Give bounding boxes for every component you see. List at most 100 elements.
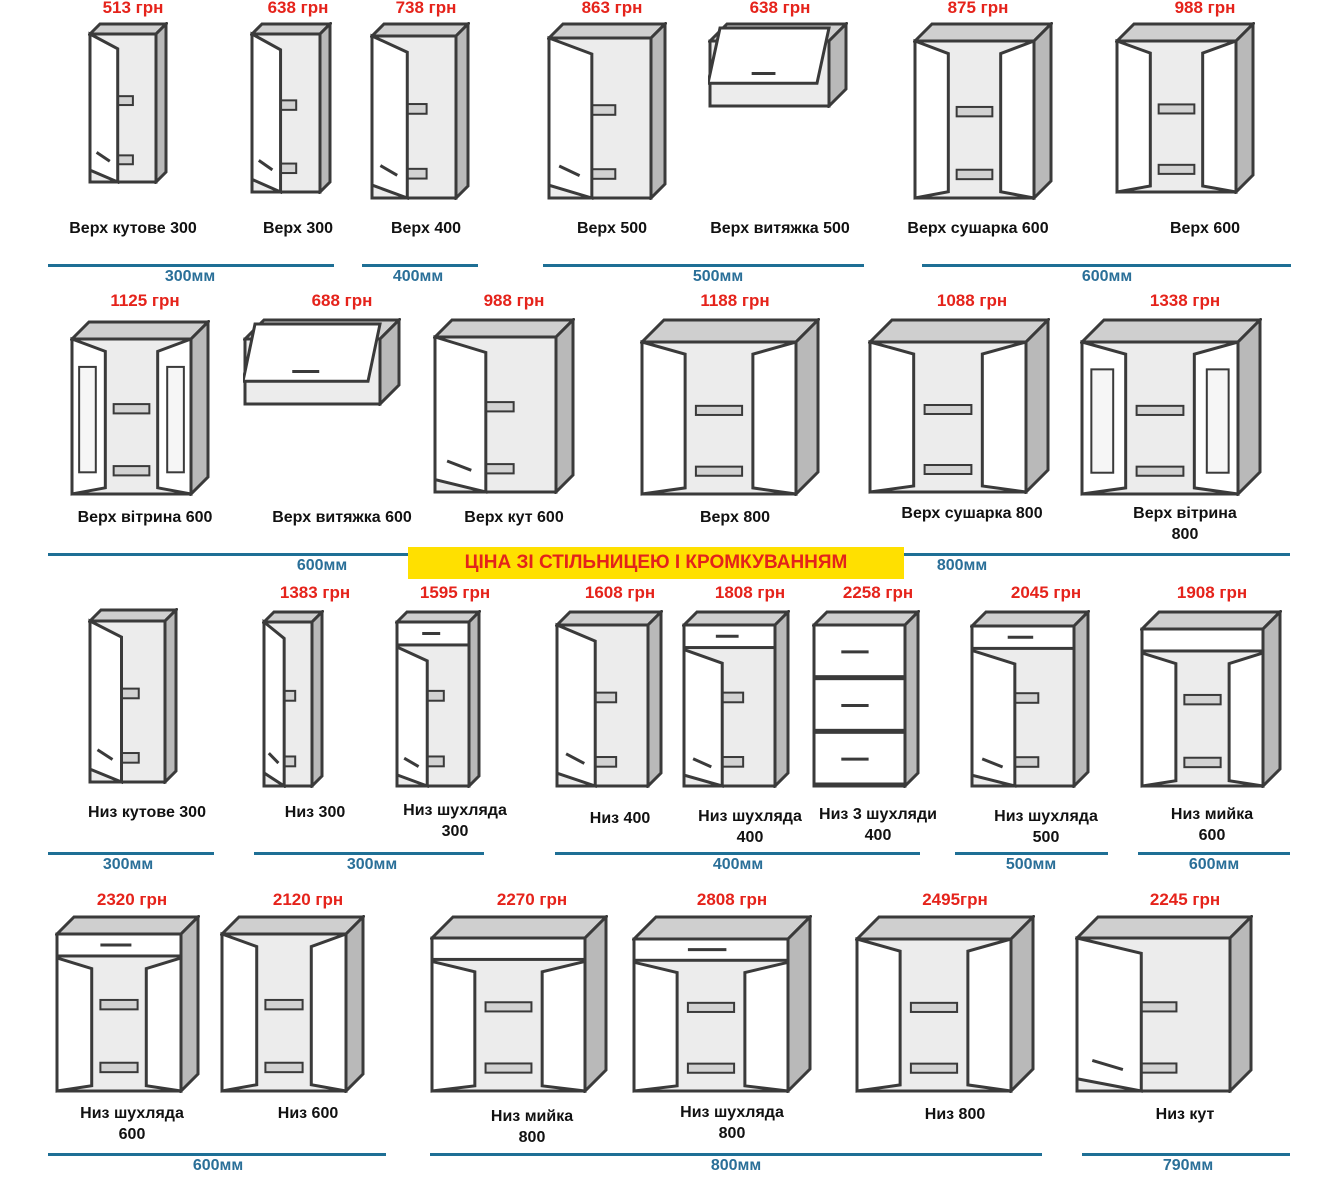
dimension-line [555,852,920,855]
shelf [923,464,973,475]
left-door [220,931,259,1093]
dimension-label: 790мм [1162,1157,1214,1174]
cabinet-drawing [1140,610,1282,788]
door [395,644,429,788]
dimension-line [48,1153,386,1156]
cabinet-drawing [1080,318,1262,496]
cabinet-top [1115,22,1255,43]
cabinet-drawing [708,22,848,108]
module-name: Верх витяжка 500 [710,220,850,237]
cabinet-side [903,610,920,788]
cabinet-side [179,915,200,1093]
cabinet-side [1234,22,1255,194]
dimension-label: 300мм [164,268,216,285]
price-label: 2258 грн [842,583,914,602]
price-label: 738 грн [395,0,457,17]
cabinet-drawing [88,608,178,784]
handle [95,151,111,163]
shelf [484,1062,533,1074]
module-name: Низ 400 [589,810,651,827]
shelf [955,168,994,181]
module-name: Низ кут [1155,1106,1215,1123]
shelf [1157,103,1196,115]
cabinet-drawing [1115,22,1255,194]
cabinet-top [70,320,210,341]
price-label: 688 грн [311,291,373,310]
module-name: Низ 800 [924,1106,986,1123]
cabinet-side [646,610,663,788]
cabinet-side [1009,915,1035,1093]
shelf [99,1061,139,1074]
shelf [686,1001,736,1013]
module-name: Низ мийка 600 [1170,806,1254,844]
cabinet-top [1075,915,1253,940]
price-label: 1338 грн [1149,291,1221,310]
price-label: 988 грн [1174,0,1236,17]
right-door [540,959,587,1093]
price-label: 1595 грн [419,583,491,602]
price-label: 1383 грн [279,583,351,602]
handle [446,459,472,472]
door [88,618,123,784]
price-label: 513 грн [102,0,164,17]
door [547,35,594,200]
module-name: Верх сушарка 800 [901,505,1043,522]
cabinet-side [163,608,178,784]
right-door [144,955,183,1093]
left-door [632,960,679,1093]
cabinet-top [682,610,790,627]
cabinet-drawing [88,22,168,184]
shelf [694,404,744,416]
cabinet-top [370,22,470,38]
shelf [1135,404,1185,416]
dimension-label: 400мм [392,268,444,285]
dimension-label: 600мм [1081,268,1133,285]
cabinet-drawing [243,318,401,406]
dimension-label: 600мм [296,557,348,574]
right-door [743,960,790,1093]
dimension-line [48,264,334,267]
cabinet-side [773,610,790,788]
cabinet-top [547,22,667,40]
handle [403,756,420,768]
shelf [484,1001,533,1013]
cabinet-drawing [632,915,812,1093]
cabinet-side [1032,22,1053,200]
right-door [980,340,1028,494]
module-name: Верх вітрина 600 [77,509,213,526]
cabinet-side [454,22,470,200]
left-door [913,38,950,200]
cabinet-drawing [855,915,1035,1093]
glass-panel [1090,368,1115,474]
shelf [1135,465,1185,477]
price-label: 638 грн [749,0,811,17]
handle [981,757,1004,769]
shelf [1157,163,1196,175]
shelf [909,1001,959,1013]
price-label: 2045 грн [1010,583,1082,602]
cabinet-top [55,915,200,936]
cabinet-drawing [868,318,1050,494]
handle [558,164,581,177]
cabinet-drawing [370,22,470,200]
cabinet-top [555,610,663,627]
dimension-line [254,852,484,855]
cabinet-drawing [395,610,481,788]
drawer-front [1140,627,1265,653]
cabinet-drawing [812,610,920,788]
cabinet-side [554,318,575,494]
shelf [1183,693,1222,706]
right-door [1201,38,1238,194]
door [555,622,597,788]
cabinet-side [583,915,608,1093]
cabinet-side [1261,610,1282,788]
price-label: 2808 грн [696,890,768,909]
module-name: Верх 600 [1169,220,1241,237]
dimension-label: 300мм [102,856,154,873]
cabinet-top [1080,318,1262,344]
module-name: Верх 500 [576,220,648,237]
dimension-label: 600мм [192,1157,244,1174]
price-label: 1088 грн [936,291,1008,310]
cabinet-drawing [682,610,790,788]
cabinet-drawing [220,915,365,1093]
